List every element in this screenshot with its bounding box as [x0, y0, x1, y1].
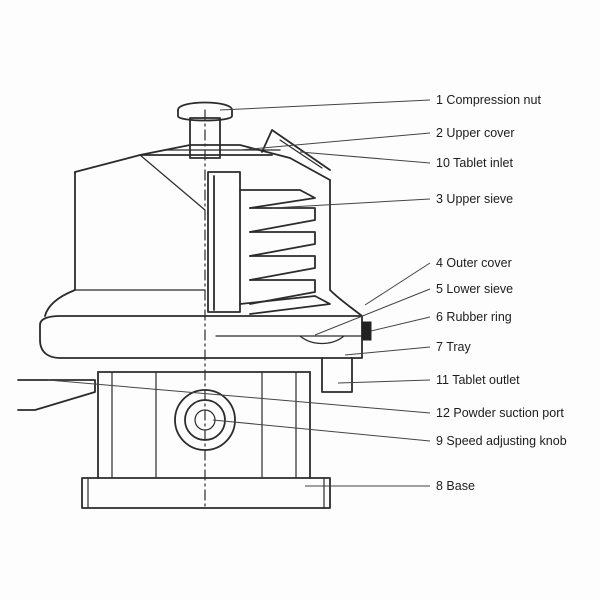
lower-sieve-part [239, 295, 331, 315]
tablet-outlet-part [321, 357, 353, 393]
upper-cover-part [139, 144, 331, 181]
base-part [81, 371, 331, 509]
label-tablet-outlet: 11 Tablet outlet [436, 373, 520, 387]
label-upper-cover: 2 Upper cover [436, 126, 515, 140]
label-lower-sieve: 5 Lower sieve [436, 282, 513, 296]
compression-nut-part [177, 101, 233, 122]
label-upper-sieve: 3 Upper sieve [436, 192, 513, 206]
leader-lines [47, 99, 431, 487]
label-tablet-inlet: 10 Tablet inlet [436, 156, 513, 170]
powder-suction-port-part [17, 379, 96, 411]
label-powder-suction-port: 12 Powder suction port [436, 406, 564, 420]
label-rubber-ring: 6 Rubber ring [436, 310, 512, 324]
label-compression-nut: 1 Compression nut [436, 93, 541, 107]
sieve-column-part [207, 171, 241, 313]
rubber-ring-part [361, 321, 372, 341]
label-tray: 7 Tray [436, 340, 471, 354]
label-outer-cover: 4 Outer cover [436, 256, 512, 270]
label-base: 8 Base [436, 479, 475, 493]
shaft-part [189, 109, 221, 511]
tablet-inlet-part [261, 129, 331, 171]
tray-part [39, 315, 363, 359]
label-speed-adjusting-knob: 9 Speed adjusting knob [436, 434, 567, 448]
upper-sieve-part [239, 189, 316, 305]
